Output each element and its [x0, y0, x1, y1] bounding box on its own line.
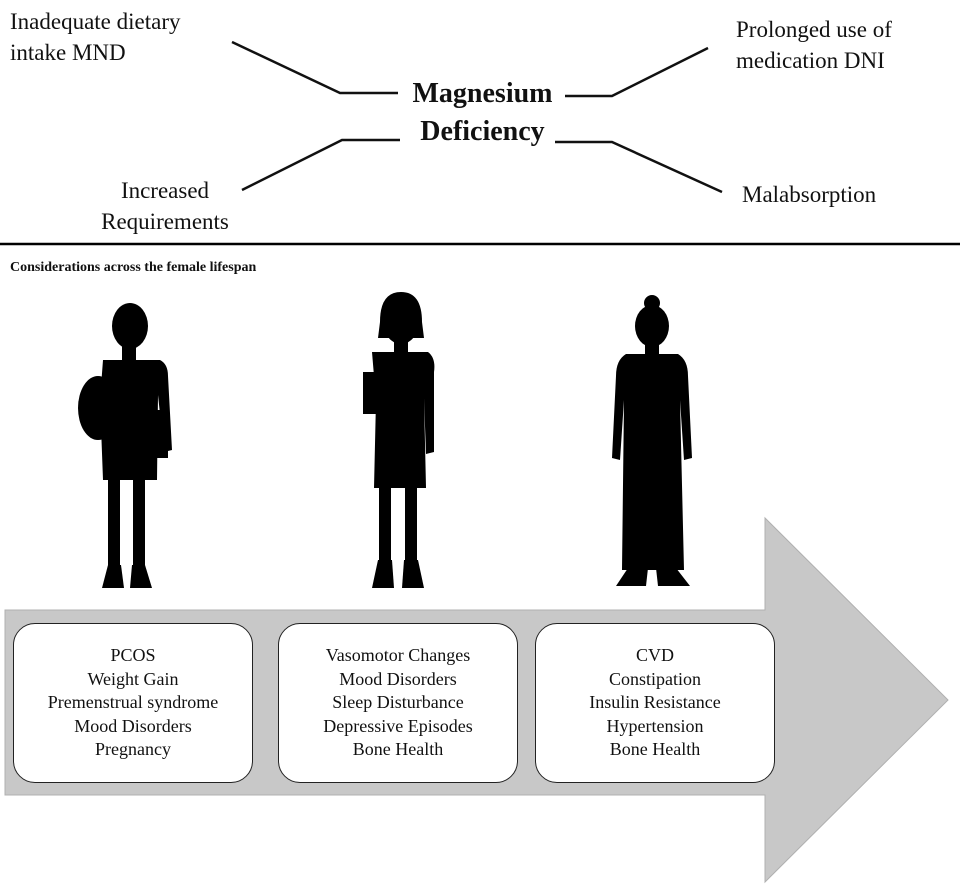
connector-bottom-left — [241, 138, 400, 192]
connector-top-left — [231, 40, 398, 95]
stage-item: Bone Health — [352, 739, 444, 759]
cause-top-left-line1: Inadequate dietary — [10, 9, 181, 34]
stage-item: Constipation — [608, 668, 701, 689]
young-woman-silhouette — [78, 303, 172, 588]
central-title-line2: Deficiency — [420, 116, 545, 147]
cause-bottom-right: Malabsorption — [742, 179, 876, 210]
cause-bottom-left-line2: Requirements — [101, 209, 229, 234]
cause-top-right-line1: Prolonged use of — [736, 17, 892, 42]
stage-item: Hypertension — [606, 715, 704, 736]
stage-item: Pregnancy — [95, 739, 171, 759]
stage-item: Depressive Episodes — [323, 715, 473, 736]
cause-top-left-line2: intake MND — [10, 40, 126, 65]
cause-top-left: Inadequate dietary intake MND — [10, 6, 181, 68]
cause-top-right: Prolonged use of medication DNI — [736, 14, 892, 76]
middle-aged-woman-silhouette — [363, 292, 435, 588]
stage-item: Bone Health — [609, 739, 701, 759]
cause-top-right-line2: medication DNI — [736, 48, 885, 73]
stage-box-middle: Vasomotor Changes Mood Disorders Sleep D… — [278, 623, 518, 783]
connector-bottom-right — [555, 140, 723, 194]
cause-bottom-right-line1: Malabsorption — [742, 182, 877, 207]
stage-item: CVD — [635, 645, 674, 665]
older-woman-silhouette — [612, 295, 692, 586]
cause-bottom-left: Increased Requirements — [90, 175, 240, 237]
stage-item: Weight Gain — [87, 668, 179, 689]
stage-box-young: PCOS Weight Gain Premenstrual syndrome M… — [13, 623, 253, 783]
stage-box-older: CVD Constipation Insulin Resistance Hype… — [535, 623, 775, 783]
stage-item: Premenstrual syndrome — [47, 692, 219, 712]
stage-item: PCOS — [110, 645, 156, 665]
stage-item: Insulin Resistance — [589, 692, 721, 712]
cause-bottom-left-line1: Increased — [120, 178, 210, 203]
central-title-line1: Magnesium — [412, 78, 553, 109]
stage-item: Vasomotor Changes — [325, 645, 471, 665]
connector-top-right — [565, 46, 709, 98]
stage-item: Sleep Disturbance — [332, 692, 464, 712]
stage-item: Mood Disorders — [74, 715, 192, 736]
section-label: Considerations across the female lifespa… — [10, 260, 257, 275]
stage-item: Mood Disorders — [339, 668, 457, 689]
central-title: Magnesium Deficiency — [380, 75, 585, 151]
